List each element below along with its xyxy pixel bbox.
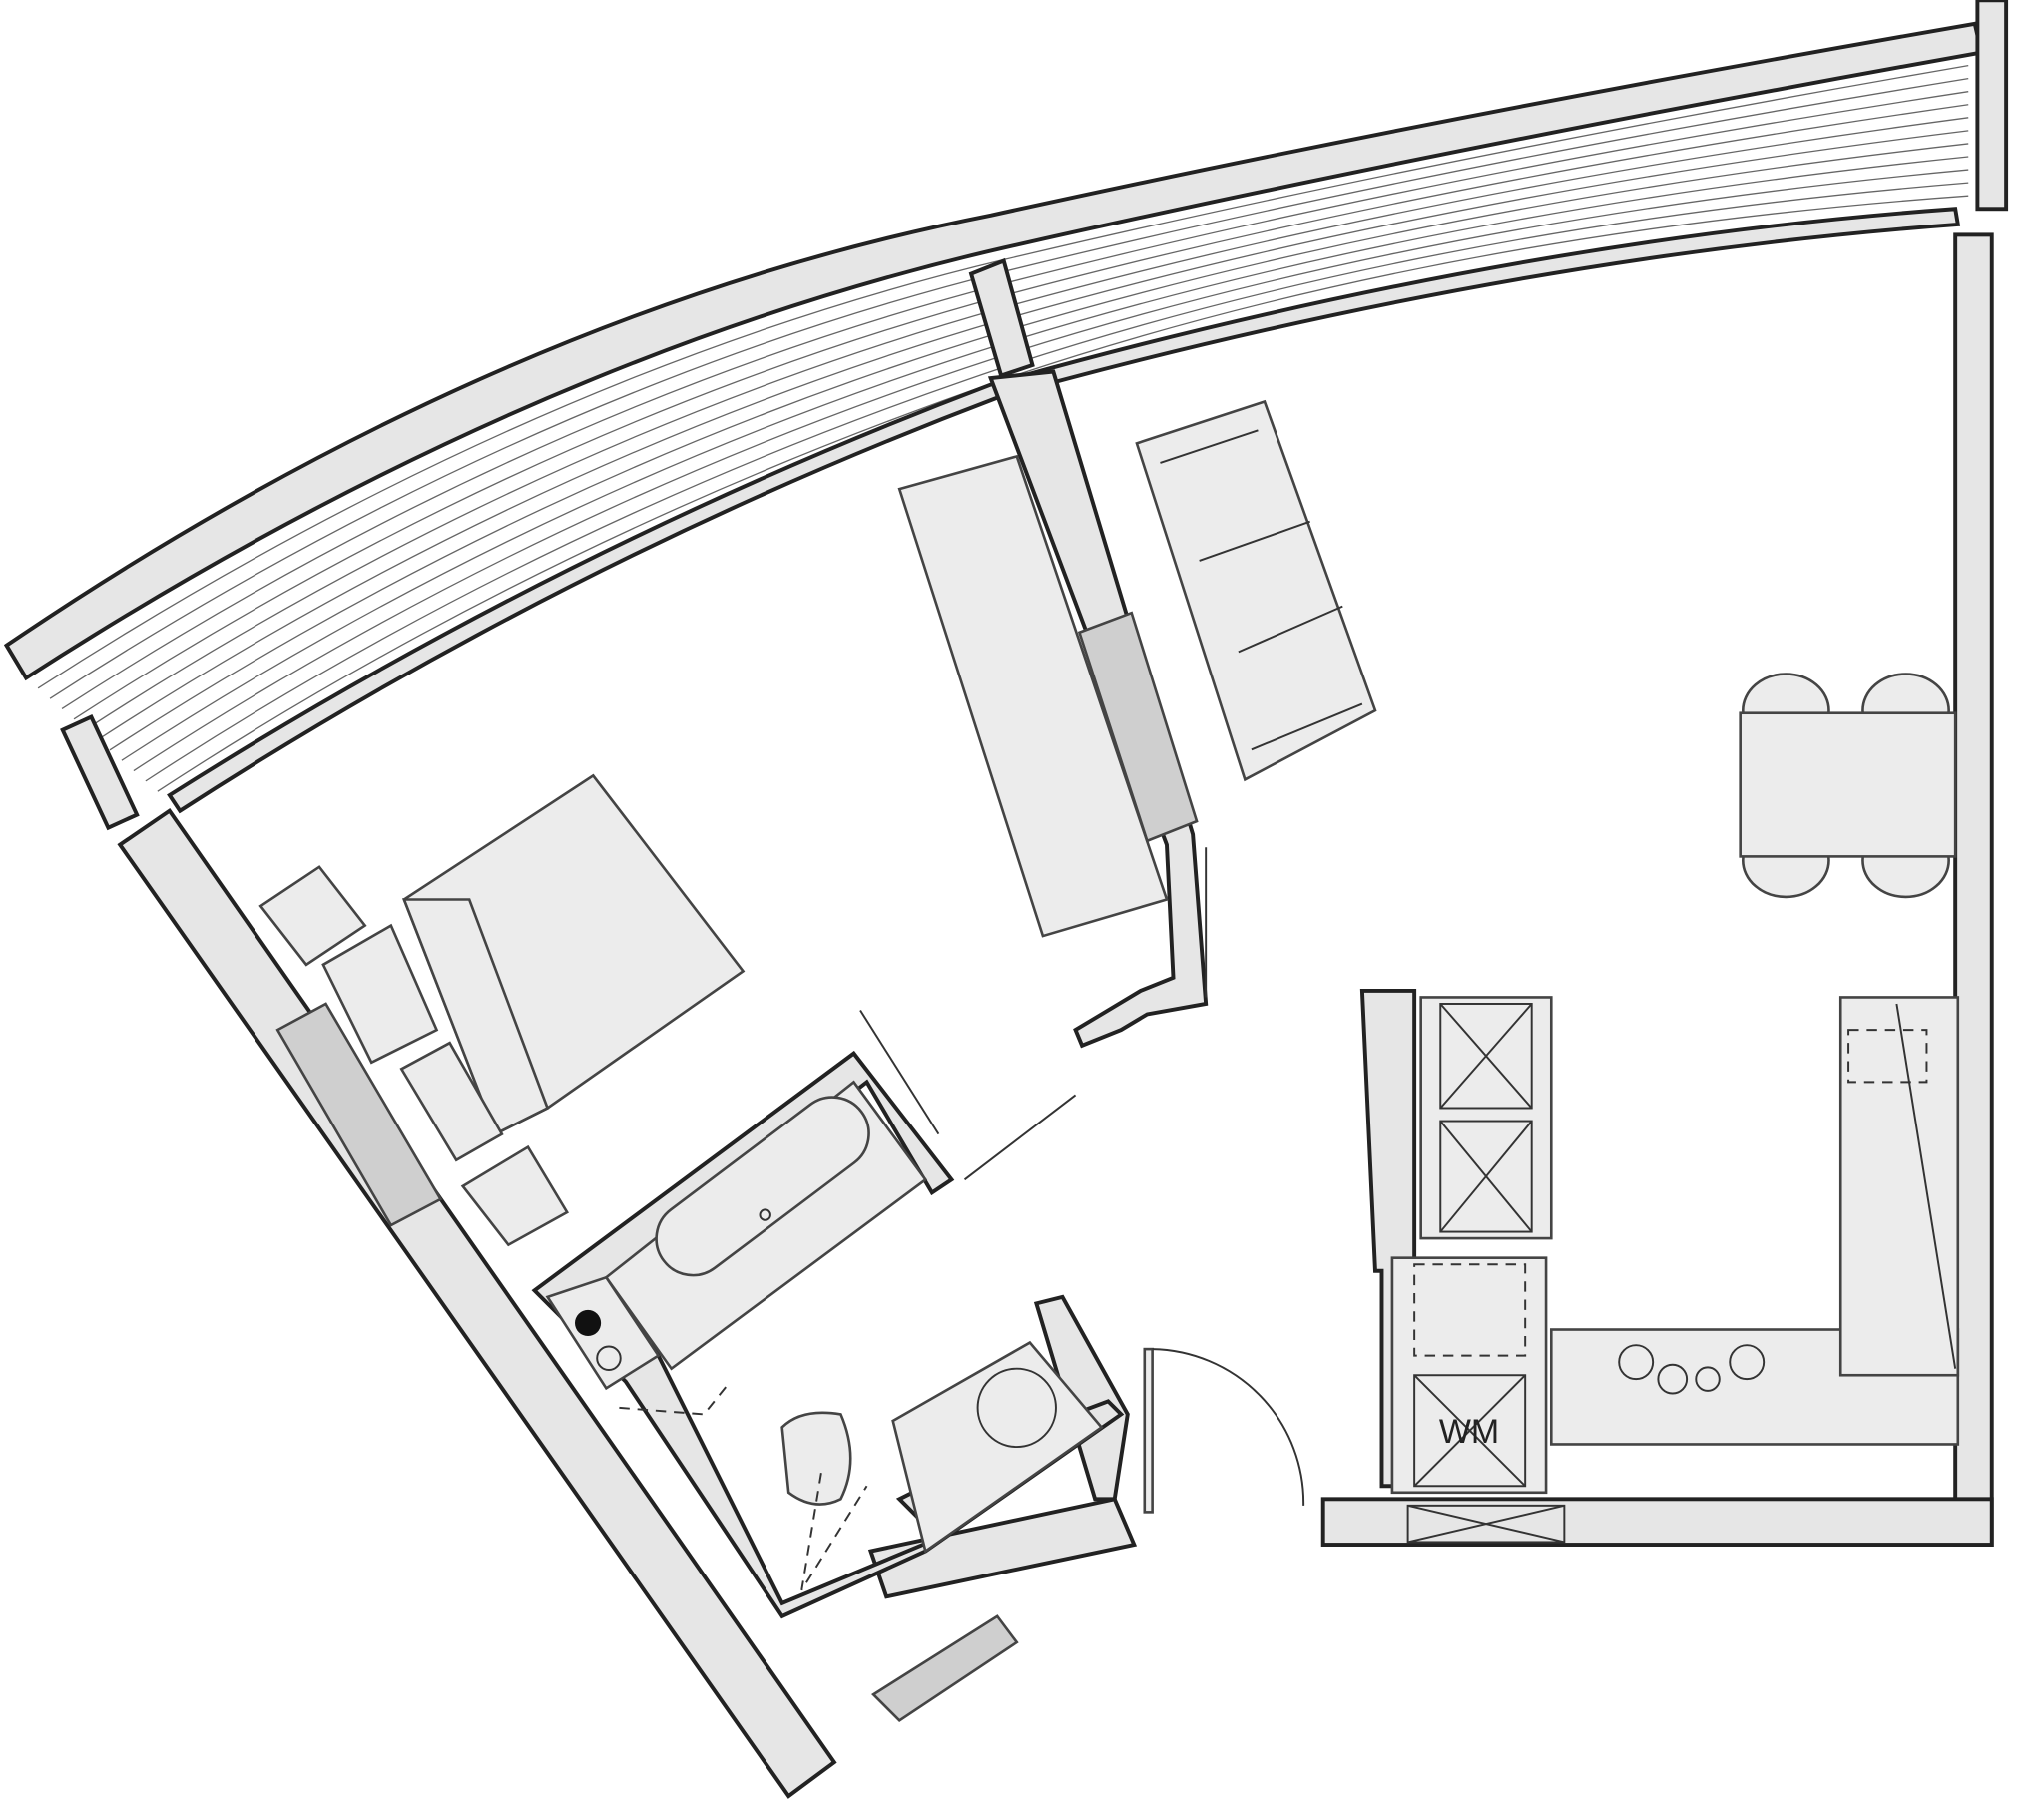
bedside-table [460, 1144, 569, 1247]
entrance-door [1143, 1347, 1305, 1514]
tv-unit [1077, 611, 1199, 843]
bedside-table [258, 865, 367, 967]
bathroom [531, 1050, 1125, 1619]
sliding-door [963, 1094, 1077, 1181]
sofa [1135, 399, 1377, 782]
wardrobe [275, 1002, 443, 1227]
boiler-icon [575, 1309, 602, 1337]
dining-table [1739, 673, 1957, 899]
kitchen: WM [1390, 996, 1960, 1544]
washing-machine-label: WM [1439, 1413, 1499, 1451]
bed [321, 773, 746, 1162]
cupboard [871, 1614, 1019, 1723]
desk [897, 454, 1169, 938]
balcony [3, 0, 2009, 831]
bedroom-door [859, 1009, 940, 1135]
